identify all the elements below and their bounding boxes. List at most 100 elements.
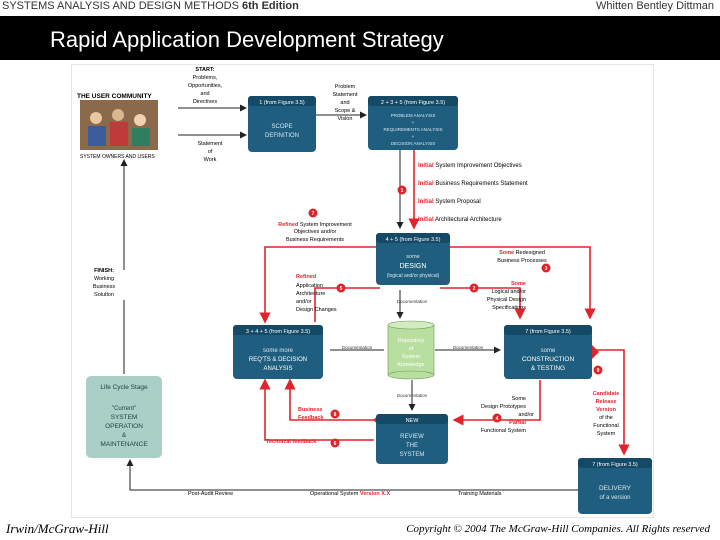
svg-text:+: + [412,134,415,139]
badge: 4 [492,413,502,423]
svg-text:Some Redesigned: Some Redesigned [499,250,545,256]
user-community: THE USER COMMUNITY SYSTEM OWNERS AND USE… [77,93,158,160]
svg-text:some more: some more [263,348,294,354]
svg-text:Solution: Solution [94,292,114,298]
svg-text:1 (from Figure 3.5): 1 (from Figure 3.5) [259,100,305,106]
svg-text:Vision: Vision [338,116,353,122]
redesigned-processes-label: Some Redesigned Business Processes [497,250,547,264]
svg-text:Statement: Statement [197,141,223,147]
badge: 3 [541,263,551,273]
svg-text:Initial Business Requirements: Initial Business Requirements Statement [418,181,528,187]
statement-of-work-label: Statement of Work [197,141,223,163]
svg-text:&: & [122,432,127,439]
svg-text:and: and [340,100,349,106]
svg-text:(logical and/or physical): (logical and/or physical) [387,273,440,279]
svg-text:MAINTENANCE: MAINTENANCE [100,441,148,448]
svg-text:Work: Work [204,157,217,163]
svg-text:9: 9 [597,368,600,374]
svg-text:and: and [200,91,209,97]
badge: 1 [397,185,407,195]
svg-text:Knowledge: Knowledge [397,362,424,368]
svg-text:Repository: Repository [398,338,425,344]
svg-text:THE: THE [406,443,418,449]
svg-text:CONSTRUCTION: CONSTRUCTION [522,356,575,363]
svg-text:Life Cycle Stage: Life Cycle Stage [100,384,148,391]
svg-text:Feedback: Feedback [298,415,324,421]
svg-text:Functional: Functional [593,423,618,429]
book-title: SYSTEMS ANALYSIS AND DESIGN METHODS 6th … [2,0,299,12]
svg-text:Functional System: Functional System [481,428,527,434]
svg-text:Problems,: Problems, [193,75,218,81]
svg-text:System: System [402,354,421,360]
badge: 8 [330,409,340,419]
refined-architecture-label: Refined Application Architecture and/or … [296,274,337,313]
business-feedback-label: Business Feedback [298,407,324,421]
design-box: 4 + 5 (from Figure 3.5) some DESIGN (log… [376,233,450,285]
repository-cylinder: Repository of System Knowledge [387,320,435,380]
svg-text:SCOPE: SCOPE [271,124,292,130]
svg-text:Some: Some [511,281,526,287]
requirements-analysis-box: 3 + 4 + 5 (from Figure 3.5) some more RE… [233,325,323,379]
svg-text:Refined System Improvement: Refined System Improvement [278,222,352,228]
analysis-box: 2 + 3 + 5 (from Figure 3.5) PROBLEM ANAL… [368,96,458,150]
svg-text:Physical Design: Physical Design [487,297,526,303]
svg-text:Business: Business [93,284,116,290]
svg-text:Documentation: Documentation [453,345,484,350]
svg-text:Initial System Proposal: Initial System Proposal [418,199,481,205]
svg-text:Problem: Problem [335,84,356,90]
candidate-release-label: Candidate Release Version of the Functio… [593,391,620,437]
life-cycle-stage-box: Life Cycle Stage "Current" SYSTEM OPERAT… [86,376,162,458]
svg-text:Initial System Improvement Obj: Initial System Improvement Objectives [418,163,522,169]
svg-text:Version: Version [596,407,617,413]
svg-text:Architecture: Architecture [296,291,325,297]
technical-feedback-label: Technical feedback [266,439,317,445]
svg-text:Business Requirements: Business Requirements [286,237,344,243]
initial-deliverables: Initial System Improvement Objectives In… [418,163,528,223]
svg-text:4: 4 [496,416,499,422]
rad-diagram: THE USER COMMUNITY SYSTEM OWNERS AND USE… [71,64,654,518]
svg-text:REQ'TS & DECISION: REQ'TS & DECISION [249,357,307,363]
svg-text:2: 2 [473,286,476,292]
title-bar [0,16,720,60]
svg-text:FINISH:: FINISH: [94,268,114,274]
scope-definition-box: 1 (from Figure 3.5) SCOPE DEFINITION [248,96,316,152]
svg-text:Documentation: Documentation [397,299,428,304]
svg-text:3 + 4 + 5 (from Figure 3.5): 3 + 4 + 5 (from Figure 3.5) [246,329,310,335]
svg-text:SYSTEM OWNERS AND USERS: SYSTEM OWNERS AND USERS [80,154,155,160]
svg-text:of a version: of a version [599,495,630,501]
badge: 7 [308,208,318,218]
edition-label: 6th Edition [242,0,299,12]
svg-text:& TESTING: & TESTING [531,365,565,372]
red-flows [259,150,630,456]
svg-text:6: 6 [334,441,337,447]
svg-text:System: System [597,431,616,437]
svg-text:and/or: and/or [296,299,312,305]
refined-objectives-label: Refined System Improvement Objectives an… [278,222,352,243]
svg-text:REQUIREMENTS ANALYSIS: REQUIREMENTS ANALYSIS [384,127,443,132]
svg-text:SYSTEM: SYSTEM [111,414,138,421]
svg-text:7 (from Figure 3.5): 7 (from Figure 3.5) [525,329,571,335]
svg-text:DESIGN: DESIGN [400,263,427,270]
svg-text:Partial: Partial [509,420,526,426]
svg-text:Directives: Directives [193,99,217,105]
svg-text:DELIVERY: DELIVERY [599,485,632,492]
svg-text:Business: Business [298,407,322,413]
svg-text:"Current": "Current" [112,406,136,412]
svg-text:Documentation: Documentation [397,393,428,398]
svg-text:8: 8 [334,412,337,418]
svg-text:DEFINITION: DEFINITION [265,133,299,139]
svg-text:Design Prototypes: Design Prototypes [481,404,526,410]
svg-text:of: of [208,149,213,155]
svg-text:SYSTEM: SYSTEM [400,452,425,458]
copyright-label: Copyright © 2004 The McGraw-Hill Compani… [406,523,710,535]
svg-text:REVIEW: REVIEW [400,434,424,440]
svg-text:7 (from Figure 3.5): 7 (from Figure 3.5) [592,462,638,468]
training-materials-label: Training Materials [458,491,502,497]
svg-text:NEW: NEW [406,418,420,424]
svg-text:Candidate: Candidate [593,391,620,397]
svg-text:some: some [406,254,419,260]
svg-text:Some: Some [512,396,526,402]
svg-text:Business Processes: Business Processes [497,258,547,264]
svg-text:of: of [409,346,414,352]
svg-text:Logical and/or: Logical and/or [491,289,526,295]
